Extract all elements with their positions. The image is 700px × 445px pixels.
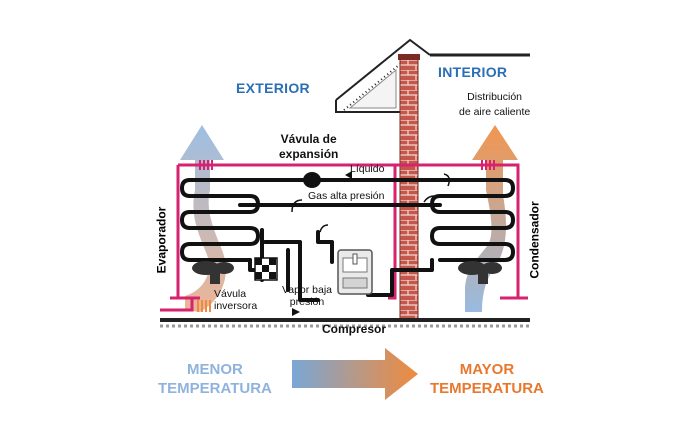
temperature-arrow xyxy=(292,348,418,400)
refrigerant-loop xyxy=(160,163,528,312)
flow-arrows xyxy=(292,171,352,316)
higher-temperature-label: MAYOR TEMPERATURA xyxy=(430,360,544,398)
tubing xyxy=(180,178,515,302)
higher-temp-line-2: TEMPERATURA xyxy=(430,380,544,397)
evaporator-label: Evaporador xyxy=(154,206,169,274)
higher-temp-line-1: MAYOR xyxy=(459,361,515,378)
condenser-label: Condensador xyxy=(527,201,542,279)
expansion-line-2: expansión xyxy=(279,147,339,161)
expansion-valve-label: Vávula de expansión xyxy=(279,132,338,162)
brick-wall xyxy=(399,57,419,321)
fan-right xyxy=(458,261,502,284)
interior-label: INTERIOR xyxy=(438,64,508,80)
distribution-label: Distribución de aire caliente xyxy=(459,91,530,118)
distribution-line-2: de aire caliente xyxy=(459,106,531,118)
lower-temp-line-1: MENOR xyxy=(187,361,243,378)
reversing-line-1: Vávula xyxy=(214,288,247,300)
liquid-label: Líquido xyxy=(350,163,385,175)
roof xyxy=(335,38,530,113)
warm-air-arrow xyxy=(465,125,518,312)
lower-temp-line-2: TEMPERATURA xyxy=(158,380,272,397)
expansion-line-1: Vávula de xyxy=(280,132,337,146)
high-pressure-gas-label: Gas alta presión xyxy=(308,190,385,202)
exterior-label: EXTERIOR xyxy=(236,80,310,96)
compressor-label: Compresor xyxy=(322,322,387,336)
vapor-line-2: presión xyxy=(289,296,325,308)
fan-left xyxy=(192,261,234,284)
compressor xyxy=(337,249,373,295)
lower-temperature-label: MENOR TEMPERATURA xyxy=(158,360,272,398)
vapor-line-1: Vapor baja xyxy=(282,284,333,296)
expansion-valve xyxy=(303,172,321,188)
reversing-line-2: inversora xyxy=(214,300,258,312)
distribution-line-1: Distribución xyxy=(467,91,523,103)
reversing-valve-label: Vávula inversora xyxy=(214,288,257,312)
reversing-valve xyxy=(254,257,278,281)
low-pressure-vapor-label: Vapor baja presión xyxy=(282,284,332,308)
ground xyxy=(160,318,530,328)
